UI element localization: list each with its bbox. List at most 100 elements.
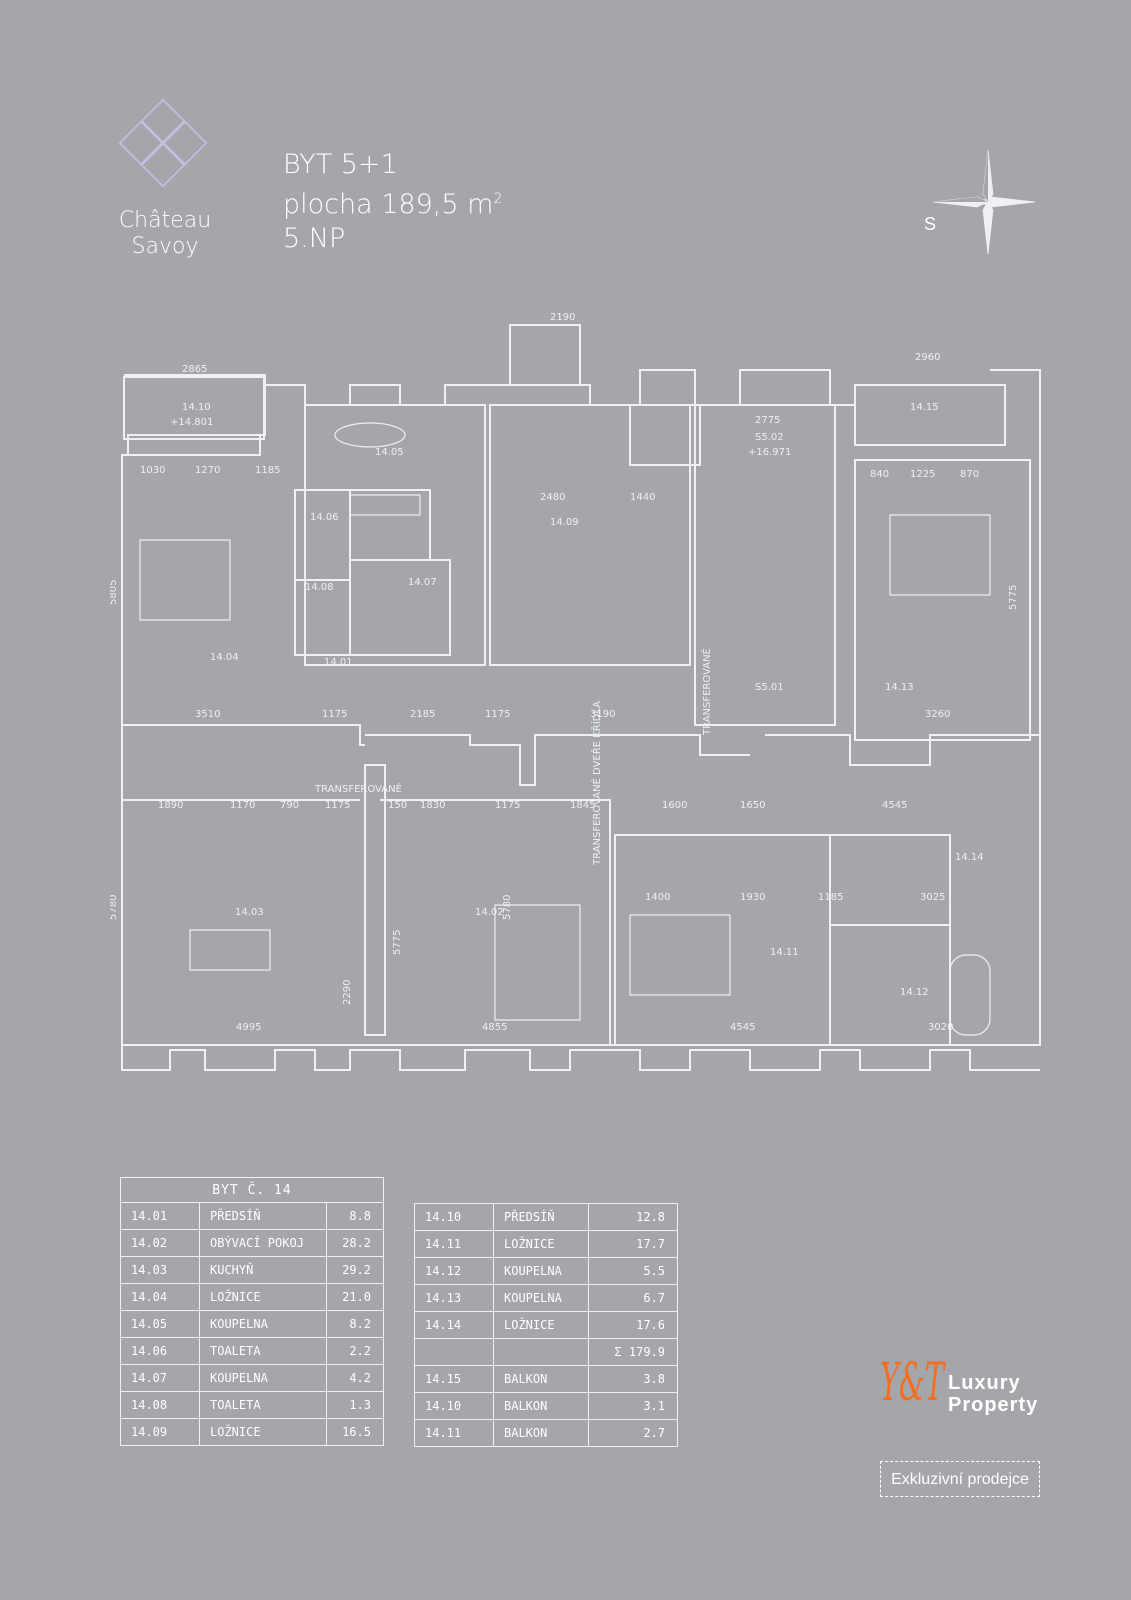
plan-dim: 1030: [140, 465, 165, 476]
brand-name: Château Savoy: [106, 208, 224, 260]
plan-dim: 5805: [110, 580, 119, 605]
plan-dim: 3190: [590, 709, 615, 720]
plan-room-label: S5.02: [755, 432, 784, 443]
plan-dim: 1175: [325, 800, 350, 811]
plan-dim: 2480: [540, 492, 565, 503]
plan-dim: 1185: [818, 892, 843, 903]
plan-dim: 3260: [925, 709, 950, 720]
plan-room-label: 14.08: [305, 582, 334, 593]
yt-logo-icon: Y&T: [880, 1353, 946, 1413]
apartment-area: plocha 189,5 m2: [283, 189, 503, 220]
exclusive-badge: Exkluzivní prodejce: [880, 1461, 1040, 1497]
yt-logo-text: Y&T: [880, 1353, 946, 1413]
plan-dim: 870: [960, 469, 979, 480]
apartment-type: BYT 5+1: [283, 149, 398, 180]
plan-room-label: 14.15: [910, 402, 939, 413]
agency-name-line2: Property: [948, 1394, 1039, 1416]
plan-dim: 1185: [255, 465, 280, 476]
plan-dim: 3025: [920, 892, 945, 903]
plan-room-label: 14.02: [475, 907, 504, 918]
plan-dim: 5780: [110, 895, 119, 920]
area-unit-sup: 2: [493, 191, 503, 207]
plan-dim: 1830: [420, 800, 445, 811]
plan-room-label: 14.06: [310, 512, 339, 523]
plan-dim: 1440: [630, 492, 655, 503]
plan-dim: 1845: [570, 800, 595, 811]
plan-room-label: 14.12: [900, 987, 929, 998]
plan-room-label: 14.11: [770, 947, 799, 958]
plan-room-label: 14.07: [408, 577, 437, 588]
plan-dim: 4545: [730, 1022, 755, 1033]
plan-room-label: 14.13: [885, 682, 914, 693]
plan-dim: 3510: [195, 709, 220, 720]
plan-dim: 2960: [915, 352, 940, 363]
compass-south-label: S: [924, 214, 937, 234]
plan-dim: 790: [280, 800, 299, 811]
plan-dim: 1890: [158, 800, 183, 811]
compass-icon: [932, 149, 1035, 255]
plan-dim: 150: [388, 800, 407, 811]
plan-notes: TRANSFEROVANÉ TRANSFEROVANÉ DVEŘE KŘÍDLA…: [314, 648, 713, 866]
plan-furniture: [139, 422, 991, 1036]
plan-dim: 1175: [495, 800, 520, 811]
plan-room-label: 14.03: [235, 907, 264, 918]
brand-name-line2: Savoy: [131, 234, 199, 259]
plan-dim: 1600: [662, 800, 687, 811]
plan-note: TRANSFEROVANÉ DVEŘE KŘÍDLA: [590, 701, 603, 866]
plan-room-label: 14.01: [324, 657, 353, 668]
plan-dim: 2290: [342, 980, 353, 1005]
plan-dim: 4995: [236, 1022, 261, 1033]
plan-room-label: 14.05: [375, 447, 404, 458]
plan-dim: 2190: [550, 312, 575, 323]
table-row-total: Σ 179.9: [414, 1338, 678, 1366]
apartment-floor: 5.NP: [283, 223, 346, 254]
plan-level: +14.801: [170, 417, 213, 428]
plan-dim: 840: [870, 469, 889, 480]
plan-dim: 1270: [195, 465, 220, 476]
plan-dim: 1225: [910, 469, 935, 480]
plan-dim: 2185: [410, 709, 435, 720]
plan-room-labels: 14.01 14.02 14.03 14.04 14.05 14.06 14.0…: [170, 402, 984, 998]
plan-dim: 1175: [322, 709, 347, 720]
agency-name-line1: Luxury: [948, 1372, 1021, 1394]
chateau-savoy-logo-icon: [118, 98, 208, 188]
plan-room-label: S5.01: [755, 682, 784, 693]
plan-level: +16.971: [748, 447, 791, 458]
plan-dim: 4545: [882, 800, 907, 811]
plan-dim: 1400: [645, 892, 670, 903]
floor-plan: 14.01 14.02 14.03 14.04 14.05 14.06 14.0…: [110, 312, 1041, 1071]
plan-room-label: 14.04: [210, 652, 239, 663]
plan-dim: 5780: [502, 895, 513, 920]
plan-walls: [121, 324, 1041, 1071]
plan-room-label: 14.14: [955, 852, 984, 863]
plan-dim: 1170: [230, 800, 255, 811]
plan-dim: 1175: [485, 709, 510, 720]
plan-dim: 2865: [182, 364, 207, 375]
brand-name-line1: Château: [118, 208, 212, 233]
agency-name: Luxury Property: [948, 1372, 1038, 1416]
plan-dim: 4855: [482, 1022, 507, 1033]
plan-dim: 5775: [1008, 585, 1019, 610]
room-table-caption: BYT Č. 14: [120, 1177, 384, 1203]
apartment-title: BYT 5+1 plocha 189,5 m2 5.NP: [283, 148, 502, 256]
plan-dim: 2775: [755, 415, 780, 426]
plan-room-label: 14.10: [182, 402, 211, 413]
plan-dim: 1650: [740, 800, 765, 811]
plan-dimensions: 2865 2190 2960 1030 1270 1185 2480 1440 …: [110, 312, 1019, 1033]
